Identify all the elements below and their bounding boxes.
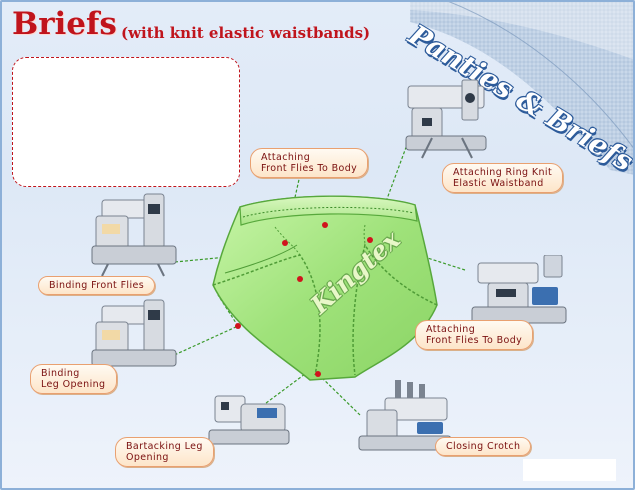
ring-knit-machine-image	[405, 79, 487, 159]
label-line: Attaching	[426, 324, 476, 335]
label-attaching-front-flies-right: Attaching Front Flies To Body	[415, 320, 534, 350]
page-subtitle: (with knit elastic waistbands)	[121, 24, 371, 42]
label-line: Opening	[126, 452, 169, 463]
attaching-front-flies-machine-image	[471, 255, 567, 324]
label-line: Closing Crotch	[446, 441, 521, 452]
label-binding-leg-opening: Binding Leg Opening	[30, 364, 117, 394]
label-line: Binding	[41, 368, 80, 379]
page-title: Briefs	[12, 6, 117, 42]
label-line: Attaching	[261, 152, 311, 163]
closing-crotch-machine-image	[358, 380, 452, 451]
label-line: Front Flies To Body	[426, 335, 523, 346]
label-closing-crotch: Closing Crotch	[435, 437, 532, 456]
label-line: Leg Opening	[41, 379, 106, 390]
label-bartacking-leg-opening: Bartacking Leg Opening	[115, 437, 214, 467]
binding-leg-opening-machine-image	[91, 299, 177, 367]
banner-graphic	[410, 0, 635, 175]
label-line: Attaching Ring Knit	[453, 167, 553, 178]
bartacking-machine-image	[208, 395, 290, 445]
label-line: Binding Front Flies	[49, 280, 145, 291]
binding-front-flies-machine-image	[91, 193, 177, 277]
blank-corner-patch	[523, 459, 616, 481]
briefs-garment	[212, 195, 438, 381]
label-line: Bartacking Leg	[126, 441, 203, 452]
label-attaching-front-flies-top: Attaching Front Flies To Body	[250, 148, 369, 178]
label-binding-front-flies: Binding Front Flies	[38, 276, 156, 295]
image-placeholder-box	[12, 57, 240, 187]
label-attaching-ring-knit: Attaching Ring Knit Elastic Waistband	[442, 163, 564, 193]
label-line: Front Flies To Body	[261, 163, 358, 174]
label-line: Elastic Waistband	[453, 178, 544, 189]
